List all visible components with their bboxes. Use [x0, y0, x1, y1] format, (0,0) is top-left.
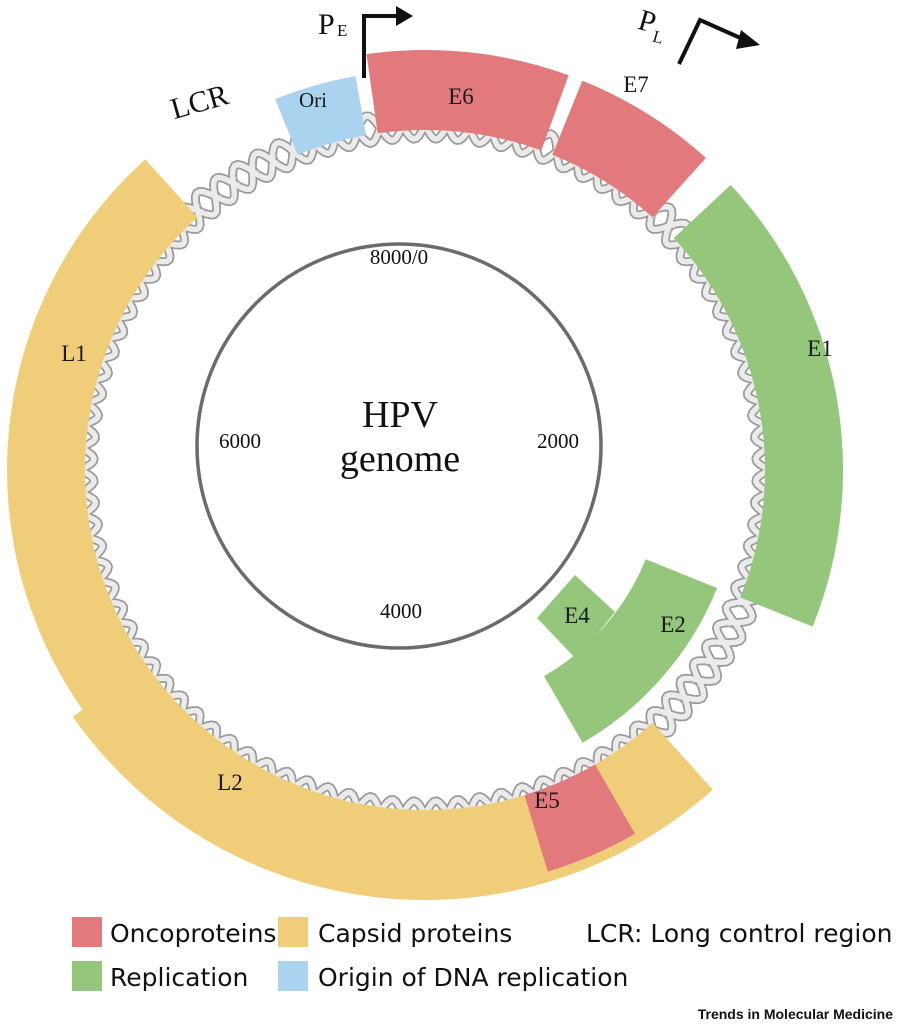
- early-promoter-letter: P: [318, 8, 335, 41]
- early-promoter: P E: [318, 6, 413, 78]
- late-promoter-arrowhead-icon: [736, 30, 760, 49]
- lcr-label: LCR: [167, 78, 232, 126]
- legend-swatch-replication: [72, 961, 102, 991]
- position-label-bottom: 4000: [380, 599, 422, 623]
- center-title-line2: genome: [340, 438, 460, 480]
- gene-label-e7: E7: [623, 72, 649, 97]
- dna-rung: [215, 187, 224, 198]
- genome-circle: [195, 242, 603, 650]
- legend: Oncoproteins Capsid proteins Replication…: [72, 917, 892, 992]
- center-title-line1: HPV: [362, 394, 439, 436]
- legend-swatch-oncoproteins: [72, 917, 102, 947]
- gene-label-e4: E4: [564, 603, 590, 628]
- gene-block-l1: [7, 159, 198, 722]
- gene-label-l2: L2: [217, 770, 243, 795]
- legend-label-replication: Replication: [110, 963, 248, 992]
- legend-swatch-capsid-proteins: [278, 917, 308, 947]
- dna-rung: [703, 662, 714, 671]
- gene-block-e5: [524, 764, 635, 872]
- dna-rung: [234, 174, 242, 186]
- legend-swatch-origin: [278, 961, 308, 991]
- gene-label-e6: E6: [448, 84, 474, 109]
- dna-rung: [652, 209, 662, 220]
- gene-block-ori: [275, 76, 366, 155]
- gene-blocks: [7, 50, 844, 900]
- gene-label-e1: E1: [807, 336, 833, 361]
- dna-rung: [660, 713, 670, 723]
- gene-label-ori: Ori: [299, 88, 327, 112]
- gene-block-e1: [673, 184, 844, 627]
- legend-label-capsid-proteins: Capsid proteins: [318, 919, 512, 948]
- late-promoter-arrow: [677, 17, 746, 65]
- dna-rung: [675, 697, 686, 707]
- position-label-left: 6000: [219, 429, 261, 453]
- position-label-top: 8000/0: [370, 245, 428, 269]
- early-promoter-arrow: [362, 14, 398, 78]
- gene-block-e4: [537, 575, 615, 660]
- gene-label-l1: L1: [61, 341, 87, 366]
- gene-label-e2: E2: [660, 612, 686, 637]
- journal-credit: Trends in Molecular Medicine: [698, 1006, 893, 1022]
- gene-block-e6: [366, 50, 569, 151]
- dna-rung: [690, 680, 701, 689]
- gene-block-e7: [552, 80, 706, 218]
- legend-label-origin: Origin of DNA replication: [318, 963, 628, 992]
- dna-rung: [254, 162, 261, 174]
- dna-rung: [668, 225, 678, 235]
- early-promoter-arrowhead-icon: [396, 6, 413, 26]
- gene-label-e5: E5: [534, 788, 560, 813]
- late-promoter: P L: [635, 3, 760, 65]
- gene-block-e2: [544, 559, 718, 743]
- early-promoter-subscript: E: [337, 21, 347, 40]
- dna-rung: [715, 643, 727, 651]
- legend-note-lcr: LCR: Long control region: [586, 919, 892, 948]
- late-promoter-subscript: L: [651, 27, 666, 48]
- legend-label-oncoproteins: Oncoproteins: [110, 919, 276, 948]
- dna-rung: [197, 202, 207, 212]
- position-label-right: 2000: [537, 429, 579, 453]
- dna-rung: [274, 152, 281, 164]
- dna-rung: [735, 604, 748, 611]
- dna-rung: [726, 624, 738, 631]
